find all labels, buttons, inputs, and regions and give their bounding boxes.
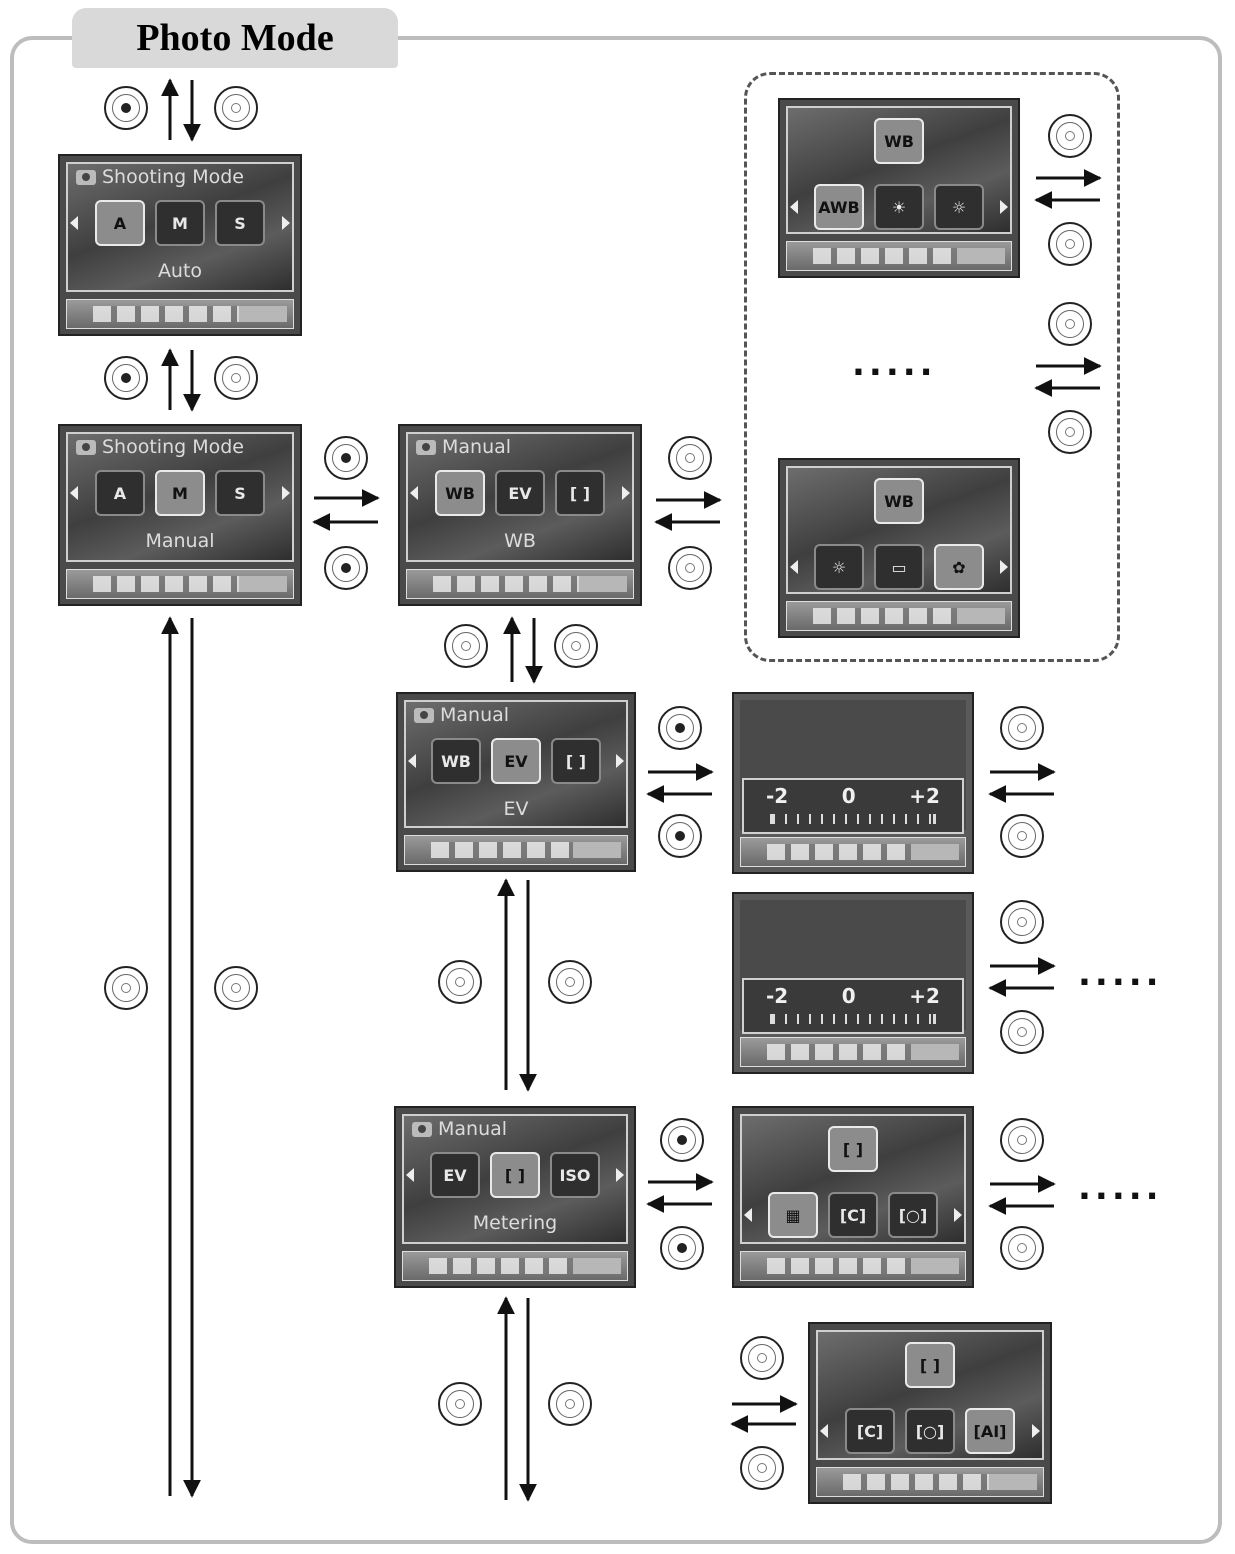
dpad-down-icon (1048, 410, 1092, 454)
dpad-up-icon (104, 966, 148, 1010)
dpad-left-icon (324, 546, 368, 590)
dpad-down-icon (214, 86, 258, 130)
dpad-left-icon (668, 546, 712, 590)
dpad-left-icon (740, 1446, 784, 1490)
dpad-right-icon (324, 436, 368, 480)
dpad-up-icon (1048, 302, 1092, 346)
dpad-left-icon (658, 814, 702, 858)
dpad-left-icon (1000, 814, 1044, 858)
dpad-up-icon (1048, 114, 1092, 158)
dpad-down-icon (214, 356, 258, 400)
dpad-left-icon (1000, 1010, 1044, 1054)
dpad-down-icon (554, 624, 598, 668)
dpad-up-icon (438, 960, 482, 1004)
dpad-right-icon (658, 706, 702, 750)
dpad-down-icon (548, 1382, 592, 1426)
dpad-up-icon (104, 86, 148, 130)
dpad-left-icon (660, 1226, 704, 1270)
dpad-right-icon (740, 1336, 784, 1380)
dpad-right-icon (668, 436, 712, 480)
dpad-right-icon (1000, 900, 1044, 944)
dpad-down-icon (214, 966, 258, 1010)
dpad-down-icon (548, 960, 592, 1004)
dpad-down-icon (1048, 222, 1092, 266)
dpad-right-icon (660, 1118, 704, 1162)
dpad-up-icon (438, 1382, 482, 1426)
dpad-left-icon (1000, 1226, 1044, 1270)
dpad-up-icon (444, 624, 488, 668)
dpad-right-icon (1000, 1118, 1044, 1162)
dpad-up-icon (104, 356, 148, 400)
dpad-right-icon (1000, 706, 1044, 750)
